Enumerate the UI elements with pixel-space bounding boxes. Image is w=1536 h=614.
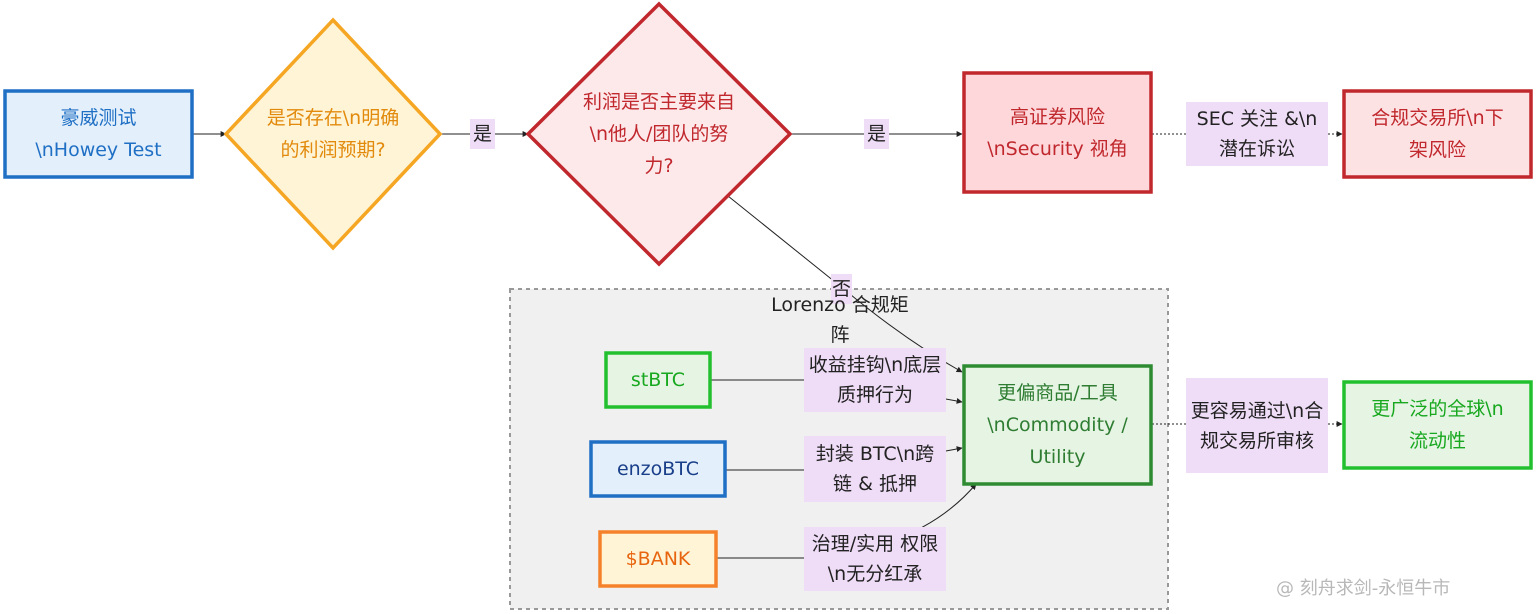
watermark: @ 刻舟求剑-永恒牛市 <box>1276 578 1451 599</box>
node-commodity-box <box>962 364 1153 486</box>
edge-label-bg-easier <box>1186 378 1328 473</box>
node-stbtc: stBTC <box>630 369 686 391</box>
node-bank-box <box>598 530 718 588</box>
edge-label-bg-stbtc <box>804 348 946 412</box>
node-high-risk-box <box>962 71 1153 194</box>
edge-label-easier: 更容易通过\n合规交易所审核 <box>1190 399 1324 452</box>
node-bank: $BANK <box>625 548 691 570</box>
edge-label-sec: SEC 关注 &\n潜在诉讼 <box>1196 108 1318 160</box>
node-profit-expect: 是否存在\n明确的利润预期? <box>266 107 400 161</box>
node-effort-diamond <box>525 1 793 267</box>
node-howey: 豪威测试\nHowey Test <box>35 107 162 161</box>
edge-label-bg-yes1 <box>470 119 495 149</box>
edge-label-yes2: 是 <box>866 123 886 145</box>
edge-label-bg-yes2 <box>864 119 889 149</box>
node-enzobtc-box <box>589 440 727 498</box>
node-profit-diamond <box>223 17 443 251</box>
node-liquidity: 更广泛的全球\n流动性 <box>1371 398 1504 452</box>
edge-label-no: 否 <box>831 278 851 300</box>
edge-label-bg-enzobtc <box>804 436 946 502</box>
node-delist-box <box>1342 89 1533 179</box>
edge-label-stbtc: 收益挂钩\n底层质押行为 <box>808 354 942 406</box>
node-high-risk: 高证券风险\nSecurity 视角 <box>987 105 1128 160</box>
node-commodity: 更偏商品/工具\nCommodity / Utility <box>987 382 1128 468</box>
node-delist-risk: 合规交易所\n下架风险 <box>1371 107 1504 161</box>
node-enzobtc: enzoBTC <box>616 458 700 480</box>
cluster-title: Lorenzo 合规矩阵 <box>771 294 909 346</box>
node-stbtc-box <box>604 351 712 409</box>
edge-label-enzobtc: 封装 BTC\n跨链 & 抵押 <box>815 443 935 495</box>
edge-label-bg-bank <box>804 527 946 591</box>
edge-label-bg-no <box>831 274 852 304</box>
node-liquidity-box <box>1342 380 1533 470</box>
node-howey-box <box>3 89 194 179</box>
edge-label-bank: 治理/实用 权限\n无分红承 <box>811 533 939 585</box>
edge-label-yes1: 是 <box>472 123 492 145</box>
edge-label-bg-sec <box>1186 102 1328 166</box>
node-others-effort: 利润是否主要来自\n他人/团队的努力? <box>582 91 735 177</box>
